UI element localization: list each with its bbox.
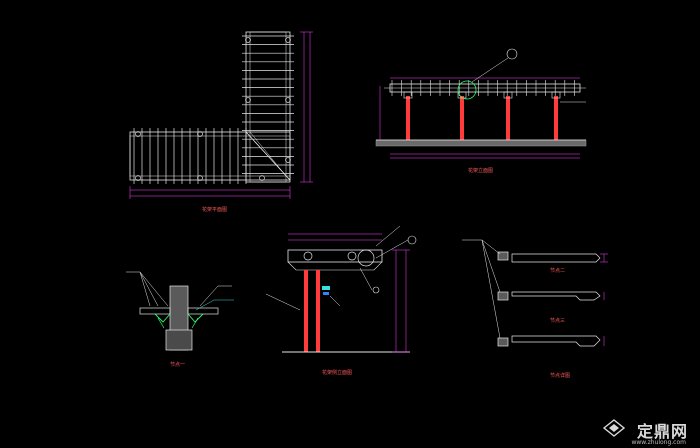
plan-column	[245, 37, 251, 43]
front-column	[554, 96, 558, 140]
label-detail: 节点详图	[550, 373, 571, 379]
front-column-cap	[503, 91, 513, 99]
node-1-detail	[126, 271, 234, 351]
front-elevation	[375, 48, 587, 159]
front-column-cap	[403, 91, 413, 99]
watermark-logo-icon	[602, 419, 626, 437]
front-column-cap	[551, 91, 561, 99]
side-elevation	[265, 225, 417, 353]
label-plan: 花架平面图	[202, 207, 228, 213]
plan-column	[285, 37, 291, 43]
label-node-1: 节点一	[170, 362, 186, 368]
watermark: 定鼎网	[637, 418, 688, 442]
detail-profiles	[462, 239, 608, 347]
label-side-elevation: 花架侧立面图	[322, 370, 353, 376]
front-column	[460, 96, 464, 140]
plan-view	[129, 31, 313, 199]
plan-column	[197, 175, 203, 181]
plan-column	[259, 175, 265, 181]
plan-column	[135, 175, 141, 181]
plan-column	[245, 97, 251, 103]
label-node-3: 节点三	[550, 318, 566, 324]
label-front-elevation: 花架立面图	[468, 168, 494, 174]
plan-column	[197, 131, 203, 137]
front-column	[506, 96, 510, 140]
label-node-2: 节点二	[550, 268, 566, 274]
watermark-brand: 定鼎网	[636, 422, 688, 441]
plan-column	[285, 157, 291, 163]
plan-column	[135, 131, 141, 137]
front-column-cap	[457, 91, 467, 99]
front-column	[406, 96, 410, 140]
plan-column	[285, 97, 291, 103]
watermark-url: www.zhulong.com	[631, 439, 686, 446]
